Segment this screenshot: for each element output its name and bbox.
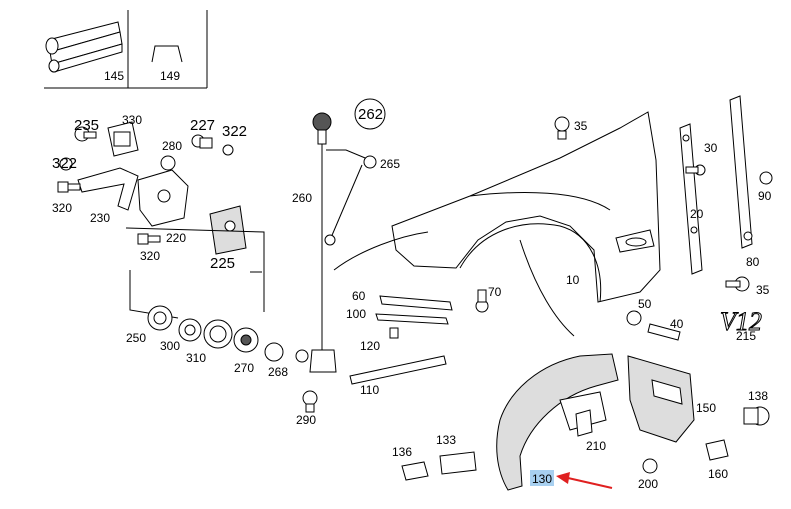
label-250[interactable]: 250	[126, 331, 146, 345]
label-149[interactable]: 149	[160, 69, 180, 83]
highlight-130	[530, 470, 554, 486]
label-138[interactable]: 138	[748, 389, 768, 403]
label-10[interactable]: 10	[566, 273, 580, 287]
label-310[interactable]: 310	[186, 351, 206, 365]
label-230[interactable]: 230	[90, 211, 110, 225]
label-145[interactable]: 145	[104, 69, 124, 83]
label-235[interactable]: 235	[74, 117, 99, 134]
label-322-left[interactable]: 322	[52, 155, 77, 172]
label-280[interactable]: 280	[162, 139, 182, 153]
label-110[interactable]: 110	[360, 383, 379, 397]
inset-box	[44, 10, 208, 89]
arrow-130-head	[556, 472, 570, 484]
label-30[interactable]: 30	[704, 141, 718, 155]
label-262[interactable]: 262	[358, 106, 383, 123]
label-200[interactable]: 200	[638, 477, 658, 491]
label-270[interactable]: 270	[234, 361, 254, 375]
label-20[interactable]: 20	[690, 207, 704, 221]
label-120[interactable]: 120	[360, 339, 380, 353]
label-322-right[interactable]: 322	[222, 123, 247, 140]
label-50[interactable]: 50	[638, 297, 652, 311]
label-330[interactable]: 330	[122, 113, 142, 127]
label-100[interactable]: 100	[346, 307, 366, 321]
label-60[interactable]: 60	[352, 289, 366, 303]
label-320-bottom[interactable]: 320	[140, 249, 160, 263]
label-40[interactable]: 40	[670, 317, 684, 331]
label-265[interactable]: 265	[380, 157, 400, 171]
label-150[interactable]: 150	[696, 401, 716, 415]
label-300[interactable]: 300	[160, 339, 180, 353]
callout-262	[354, 98, 386, 130]
label-210[interactable]: 210	[586, 439, 606, 453]
label-260[interactable]: 260	[292, 191, 312, 205]
label-133[interactable]: 133	[436, 433, 456, 447]
label-160[interactable]: 160	[708, 467, 728, 481]
washer-row	[147, 305, 284, 362]
label-320-top[interactable]: 320	[52, 201, 72, 215]
wheel-liner	[401, 353, 770, 491]
fender-fasteners	[389, 116, 681, 341]
prop-rod	[295, 112, 377, 413]
v12-badge: V12	[720, 307, 762, 336]
rail-strips	[349, 295, 453, 385]
label-130[interactable]: 130	[532, 472, 552, 486]
label-268[interactable]: 268	[268, 365, 288, 379]
label-90[interactable]: 90	[758, 189, 772, 203]
seal-strip-part	[45, 21, 123, 73]
bracket-group	[57, 121, 265, 319]
clip-part	[151, 45, 183, 63]
label-227[interactable]: 227	[190, 117, 215, 134]
label-215[interactable]: 215	[736, 329, 756, 343]
vertical-brackets	[679, 95, 773, 292]
label-80[interactable]: 80	[746, 255, 760, 269]
arrow-130	[567, 477, 613, 489]
label-225[interactable]: 225	[210, 255, 235, 272]
label-35-top[interactable]: 35	[574, 119, 588, 133]
part-labels: 145 149 235 330 227 322 322 280 320 230 …	[52, 69, 772, 491]
label-136[interactable]: 136	[392, 445, 412, 459]
label-35-bottom[interactable]: 35	[756, 283, 770, 297]
label-70[interactable]: 70	[488, 285, 502, 299]
label-220[interactable]: 220	[166, 231, 186, 245]
fender-panel	[333, 111, 661, 337]
label-290[interactable]: 290	[296, 413, 316, 427]
